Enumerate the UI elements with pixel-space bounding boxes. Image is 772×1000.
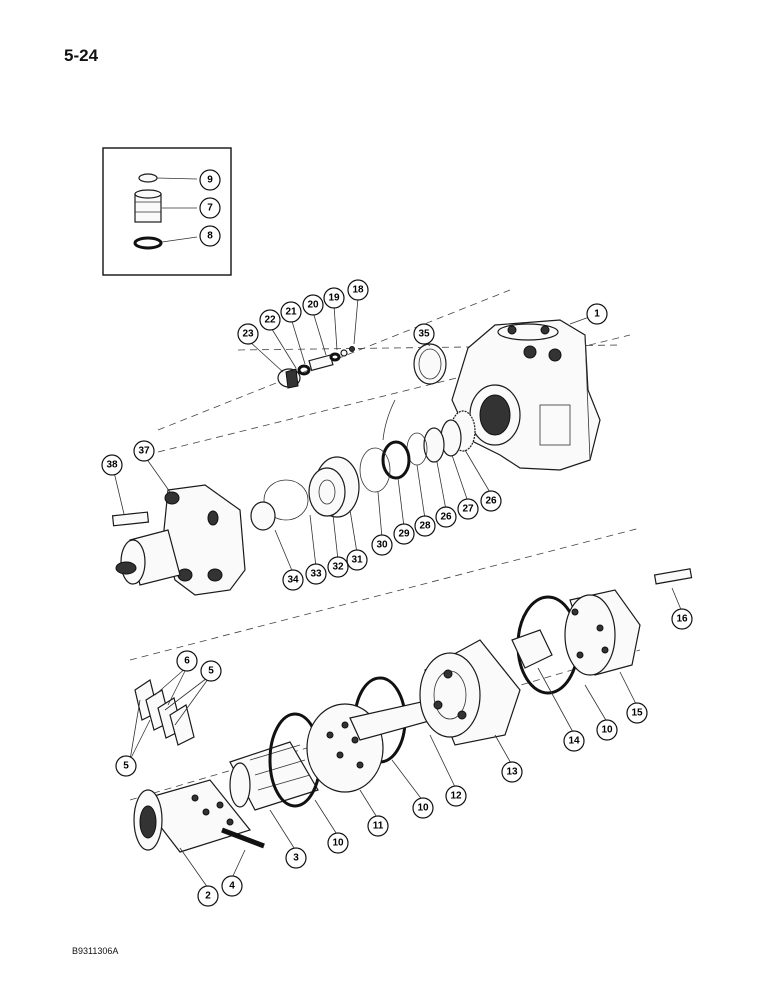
callout-27: 27 [457, 498, 479, 520]
callout-23: 23 [237, 323, 259, 345]
valve-housing [451, 319, 601, 471]
svg-text:14: 14 [568, 736, 580, 747]
callout-32: 32 [327, 556, 349, 578]
svg-text:28: 28 [419, 521, 431, 532]
callout-11: 11 [367, 815, 389, 837]
svg-text:33: 33 [310, 569, 322, 580]
svg-text:2: 2 [205, 891, 211, 902]
svg-text:26: 26 [440, 512, 452, 523]
callout-9: 9 [199, 169, 221, 191]
callout-5-right: 5 [200, 660, 222, 682]
svg-text:10: 10 [601, 725, 613, 736]
svg-text:1: 1 [594, 309, 600, 320]
callout-22: 22 [259, 309, 281, 331]
callout-26-a: 26 [480, 490, 502, 512]
callout-7: 7 [199, 197, 221, 219]
document-code: B9311306A [72, 946, 119, 956]
svg-text:21: 21 [285, 307, 297, 318]
callout-21: 21 [280, 301, 302, 323]
svg-text:5: 5 [123, 761, 129, 772]
svg-text:13: 13 [506, 767, 518, 778]
svg-text:34: 34 [287, 575, 299, 586]
callout-31: 31 [346, 549, 368, 571]
callout-5-left: 5 [115, 755, 137, 777]
svg-text:10: 10 [332, 838, 344, 849]
callout-group: 1 2 3 4 5 5 6 7 8 9 10 10 10 10 11 12 13… [0, 0, 693, 907]
callout-20: 20 [302, 294, 324, 316]
callout-29: 29 [393, 523, 415, 545]
callout-10-a: 10 [596, 719, 618, 741]
callout-30: 30 [371, 534, 393, 556]
callout-13: 13 [501, 761, 523, 783]
callout-38: 38 [101, 454, 123, 476]
callout-26-b: 26 [435, 506, 457, 528]
callout-3: 3 [285, 847, 307, 869]
callout-37: 37 [133, 440, 155, 462]
svg-text:3: 3 [293, 853, 299, 864]
mounting-flange [111, 484, 246, 596]
callout-10-d: 10 [0, 0, 6, 6]
inset-fitting-detail [102, 147, 232, 276]
callout-12: 12 [445, 785, 467, 807]
svg-text:5: 5 [208, 666, 214, 677]
svg-text:12: 12 [450, 791, 462, 802]
svg-text:10: 10 [417, 803, 429, 814]
leader-lines [113, 297, 683, 889]
svg-text:19: 19 [328, 293, 340, 304]
relief-valve-parts [277, 346, 355, 389]
callout-28: 28 [414, 515, 436, 537]
svg-text:37: 37 [138, 446, 150, 457]
svg-text:30: 30 [376, 540, 388, 551]
svg-text:18: 18 [352, 285, 364, 296]
callout-2: 2 [197, 885, 219, 907]
seal-stack [250, 343, 476, 531]
callout-15: 15 [626, 702, 648, 724]
callout-18: 18 [347, 279, 369, 301]
callout-10-c: 10 [327, 832, 349, 854]
svg-text:32: 32 [332, 562, 344, 573]
motor-section [133, 568, 693, 853]
svg-text:38: 38 [106, 460, 118, 471]
callout-35: 35 [413, 323, 435, 345]
svg-text:35: 35 [418, 329, 430, 340]
svg-text:31: 31 [351, 555, 363, 566]
svg-text:9: 9 [207, 175, 213, 186]
svg-text:29: 29 [398, 529, 410, 540]
callout-10-b: 10 [412, 797, 434, 819]
callout-8: 8 [199, 225, 221, 247]
svg-text:8: 8 [207, 231, 213, 242]
svg-text:7: 7 [207, 203, 213, 214]
callout-6: 6 [176, 650, 198, 672]
page-number: 5-24 [64, 46, 99, 65]
svg-text:16: 16 [676, 614, 688, 625]
callout-4: 4 [221, 875, 243, 897]
svg-text:22: 22 [264, 315, 276, 326]
callout-1: 1 [586, 303, 608, 325]
svg-text:4: 4 [229, 881, 235, 892]
callout-33: 33 [305, 563, 327, 585]
svg-text:26: 26 [485, 496, 497, 507]
callout-14: 14 [563, 730, 585, 752]
svg-text:27: 27 [462, 504, 474, 515]
svg-text:23: 23 [242, 329, 254, 340]
callout-34: 34 [282, 569, 304, 591]
svg-text:15: 15 [631, 708, 643, 719]
svg-text:6: 6 [184, 656, 190, 667]
callout-16: 16 [671, 608, 693, 630]
callout-19: 19 [323, 287, 345, 309]
svg-text:20: 20 [307, 300, 319, 311]
svg-text:11: 11 [373, 821, 384, 832]
